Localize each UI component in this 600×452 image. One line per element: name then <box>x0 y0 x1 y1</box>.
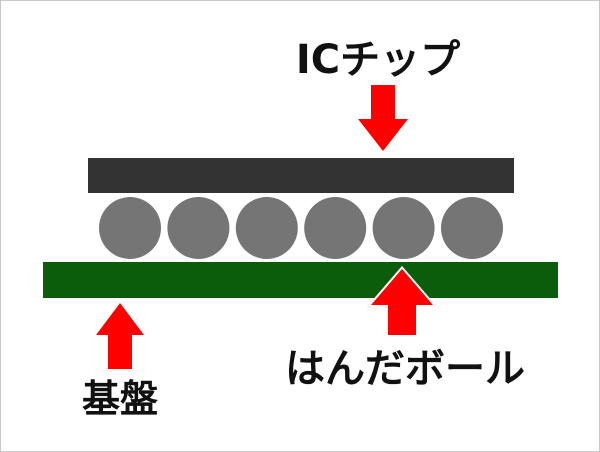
substrate-label: 基盤 <box>82 377 158 421</box>
substrate-bar <box>43 262 558 298</box>
solder-ball <box>304 197 367 259</box>
chip-arrow-icon <box>358 85 408 151</box>
solder-ball-label: はんだボール <box>285 346 525 392</box>
chip-label: ICチップ <box>296 37 460 83</box>
solder-ball <box>99 197 161 259</box>
ic-chip-bar <box>88 158 514 193</box>
solder-balls <box>99 197 503 259</box>
substrate-arrow-icon <box>96 303 144 369</box>
solder-ball <box>441 197 503 259</box>
solder-ball <box>235 197 298 259</box>
solder-ball <box>372 197 435 259</box>
solder-ball-arrow-icon <box>366 265 438 337</box>
solder-ball <box>167 197 230 259</box>
